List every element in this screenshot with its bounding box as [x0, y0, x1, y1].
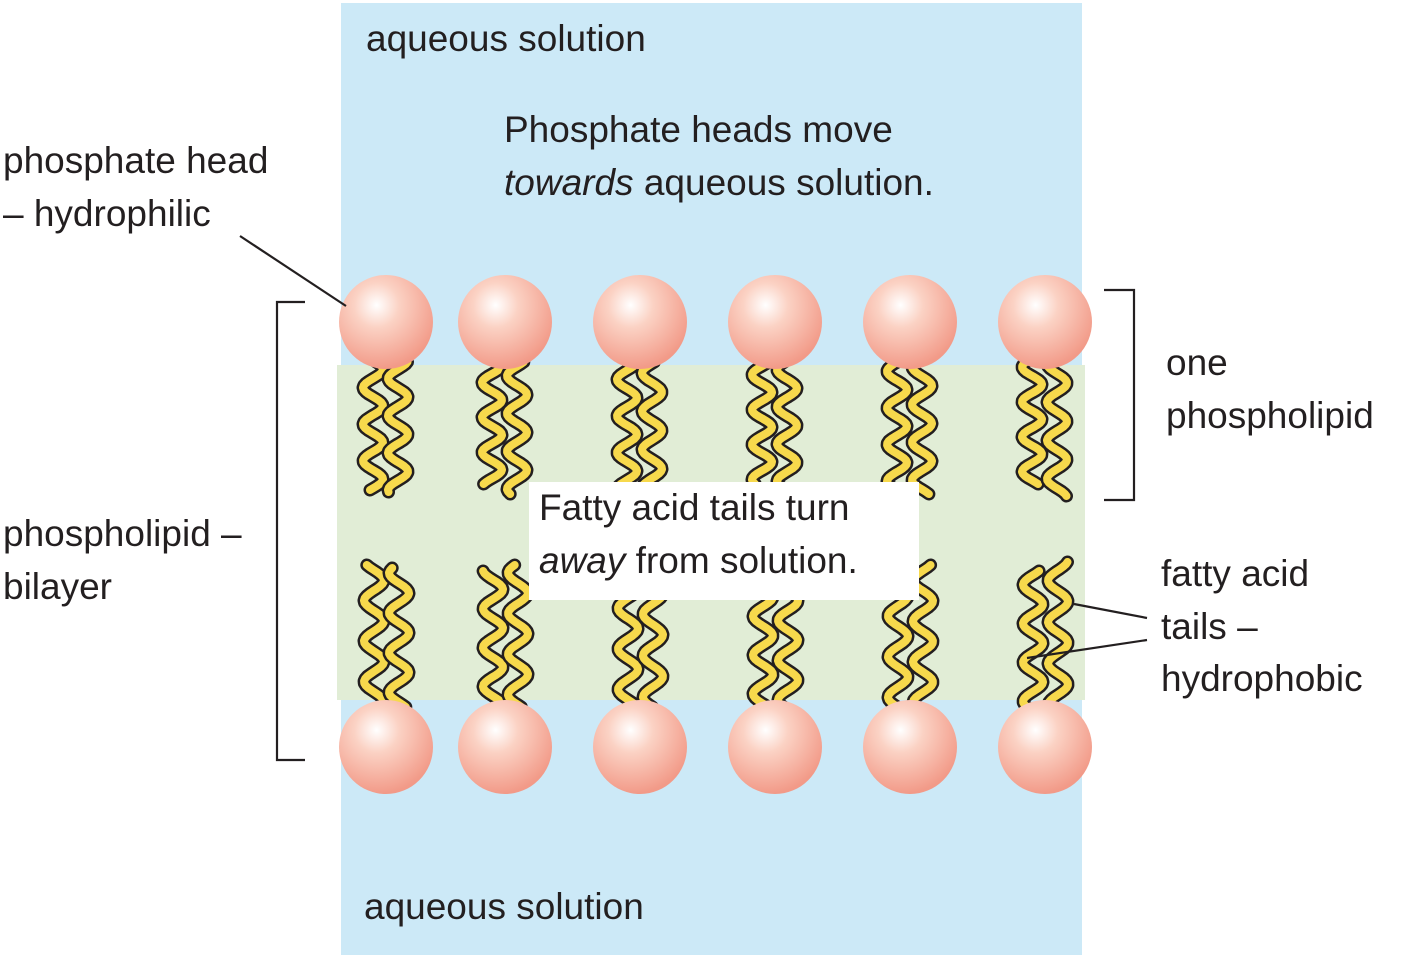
lower-tail: [504, 561, 532, 711]
upper-tail: [478, 358, 506, 488]
upper-tail: [1043, 358, 1071, 500]
head-pointer-line: [239, 235, 347, 307]
phosphate-head: [728, 275, 822, 369]
phosphate-head: [728, 700, 822, 794]
upper-heads: [339, 275, 1092, 369]
heads-caption-rest: aqueous solution.: [633, 161, 934, 203]
one-phospholipid-bracket: [1104, 288, 1136, 502]
upper-tail: [1018, 358, 1046, 488]
tails-caption-line1: Fatty acid tails turn: [539, 487, 850, 528]
heads-caption-line2: towards aqueous solution.: [504, 157, 934, 210]
phosphate-head: [458, 700, 552, 794]
lower-heads: [339, 700, 1092, 794]
lower-tail: [360, 561, 388, 711]
tails-label-line1: fatty acid: [1161, 553, 1310, 594]
one-label-line1: one: [1166, 342, 1228, 383]
phosphate-head-label-line2: – hydrophilic: [3, 192, 211, 234]
tails-pointer-line-1: [1073, 602, 1148, 620]
upper-tail: [748, 358, 776, 488]
phosphate-head: [998, 700, 1092, 794]
upper-tail: [503, 358, 531, 498]
upper-tails: [356, 355, 1074, 503]
phosphate-head-label-line1: phosphate head: [3, 140, 269, 181]
one-phospholipid-label: one phospholipid: [1166, 337, 1374, 442]
tails-caption-line2: away from solution.: [539, 535, 858, 588]
lower-tail: [1044, 558, 1072, 711]
phosphate-head-label: phosphate head – hydrophilic: [3, 135, 268, 240]
heads-caption-emphasis: towards: [504, 161, 634, 203]
heads-caption: Phosphate heads move towards aqueous sol…: [504, 104, 934, 209]
phosphate-head: [863, 275, 957, 369]
lower-tail: [909, 561, 937, 711]
phosphate-head: [458, 275, 552, 369]
lower-tail: [479, 567, 507, 711]
upper-tail: [908, 358, 936, 498]
tails-caption-rest: from solution.: [625, 539, 858, 581]
heads-caption-line1: Phosphate heads move: [504, 109, 893, 150]
phosphate-head: [593, 700, 687, 794]
bilayer-bracket: [275, 300, 305, 762]
one-label-line2: phospholipid: [1166, 394, 1374, 436]
bilayer-label-line1: phospholipid –: [3, 513, 242, 554]
phosphate-head: [339, 275, 433, 369]
phosphate-head: [998, 275, 1092, 369]
tails-caption-emphasis: away: [539, 539, 626, 581]
fatty-acid-tails-label: fatty acid tails – hydrophobic: [1161, 548, 1363, 706]
tails-caption: Fatty acid tails turn away from solution…: [539, 482, 858, 587]
upper-tail: [359, 358, 387, 494]
upper-tail: [613, 358, 641, 494]
phosphate-head: [863, 700, 957, 794]
tails-label-line2: tails –: [1161, 605, 1258, 647]
upper-tail: [883, 358, 911, 494]
upper-tail: [638, 358, 666, 500]
phosphate-head: [593, 275, 687, 369]
upper-tail: [773, 358, 801, 496]
tails-caption-box: Fatty acid tails turn away from solution…: [529, 482, 919, 600]
tails-pointer-line-2: [1026, 638, 1148, 660]
annotation-lines: [239, 235, 1148, 762]
bilayer-label-line2: bilayer: [3, 565, 112, 607]
aqueous-solution-bottom-label: aqueous solution: [364, 886, 644, 927]
lower-tail: [1019, 567, 1047, 711]
phosphate-head: [339, 700, 433, 794]
phospholipid-bilayer-label: phospholipid – bilayer: [3, 508, 242, 613]
tails-label-line3: hydrophobic: [1161, 658, 1363, 700]
lower-tail: [385, 564, 413, 711]
aqueous-solution-top-label: aqueous solution: [366, 18, 646, 59]
upper-tail: [384, 358, 412, 496]
